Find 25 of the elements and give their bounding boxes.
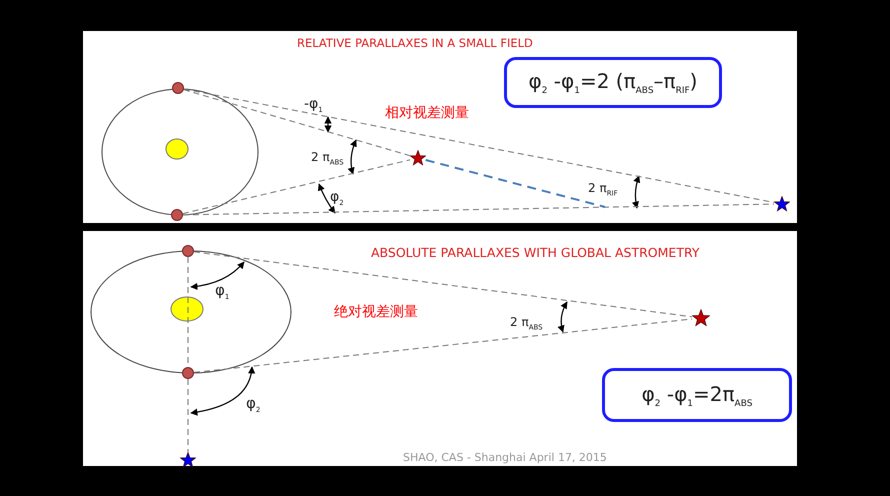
star-icon — [410, 150, 426, 166]
sight-line — [194, 318, 693, 373]
annotation-text: 相对视差测量 — [385, 106, 469, 120]
footer-text: SHAO, CAS - Shanghai April 17, 2015 — [403, 452, 607, 463]
angle-label: φ$_{1}$ — [215, 283, 230, 301]
angle-label: -φ$_{1}$ — [304, 97, 323, 114]
angle-label: 2 π$_{ABS}$ — [510, 316, 543, 332]
formula-box: φ$_{2}$ -φ$_{1}$=2 (π$_{ABS}$–π$_{RIF}$) — [504, 57, 722, 108]
panel-title: RELATIVE PARALLAXES IN A SMALL FIELD — [297, 38, 533, 50]
angle-label: φ$_{2}$ — [246, 396, 260, 414]
angle-label: 2 π$_{ABS}$ — [311, 151, 344, 166]
sight-line — [183, 88, 775, 203]
star-icon — [692, 309, 710, 327]
sight-line — [193, 251, 693, 318]
panel-title: ABSOLUTE PARALLAXES WITH GLOBAL ASTROMETRY — [371, 247, 700, 260]
sight-line — [182, 159, 411, 214]
star-icon — [180, 452, 196, 468]
formula-box: φ$_{2}$ -φ$_{1}$=2π$_{ABS}$ — [602, 368, 792, 422]
annotation-text: 绝对视差测量 — [334, 305, 418, 319]
star-icon — [774, 196, 790, 212]
angle-label: φ$_{2}$ — [330, 190, 344, 207]
angle-label: 2 π$_{RIF}$ — [588, 182, 618, 198]
sight-line — [182, 204, 774, 216]
sight-line — [425, 159, 606, 208]
sight-line — [183, 89, 411, 156]
